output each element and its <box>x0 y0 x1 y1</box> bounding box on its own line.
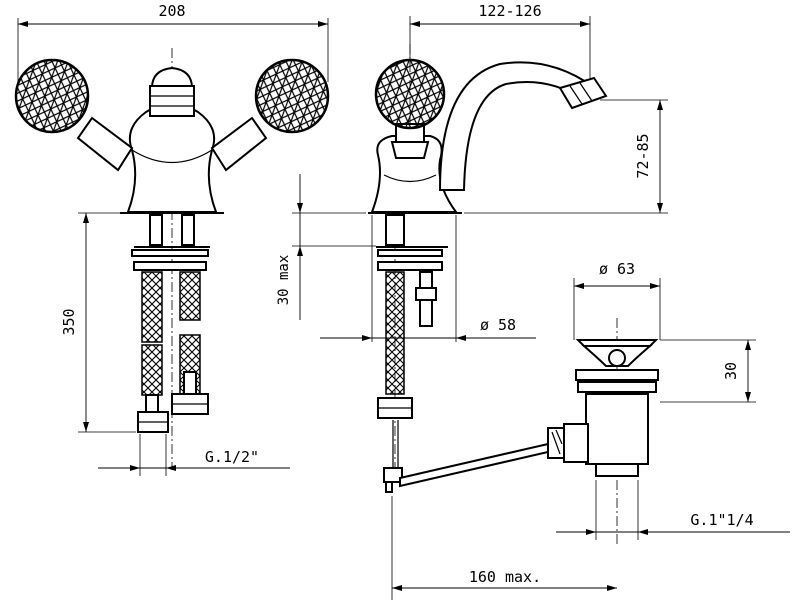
waste-diameter-label: ø 63 <box>599 260 635 278</box>
popup-knob <box>149 66 195 117</box>
deck-thickness-label: 30 max <box>276 255 292 306</box>
side-view: 122-126 72-85 <box>276 2 668 493</box>
deck-thickness-dimension: 30 max <box>276 174 376 320</box>
side-fixings <box>376 214 448 493</box>
overall-width-label: 208 <box>158 2 185 20</box>
overall-width-dimension: 208 <box>17 2 329 82</box>
hose-length-label: 350 <box>60 308 78 335</box>
waste-thread-dimension: G.1"1/4 <box>556 480 790 540</box>
right-handle <box>210 58 330 172</box>
hose-thread-dimension: G.1/2" <box>98 434 290 476</box>
front-fixings <box>131 214 210 433</box>
hose-thread-label: G.1/2" <box>205 448 259 466</box>
hose-length-dimension: 350 <box>60 212 136 433</box>
spout-nozzle <box>558 76 608 110</box>
rod-length-dimension: 160 max. <box>391 496 617 600</box>
spout-reach-label: 122-126 <box>478 2 541 20</box>
spout-reach-dimension: 122-126 <box>409 2 591 78</box>
spout-height-label: 72-85 <box>634 133 652 178</box>
pop-up-waste: ø 63 30 <box>391 260 790 600</box>
hole-diameter-label: ø 58 <box>480 316 516 334</box>
hole-diameter-dimension: ø 58 <box>320 215 536 342</box>
waste-diameter-dimension: ø 63 <box>573 260 661 340</box>
rod-length-label: 160 max. <box>469 568 541 586</box>
spout-height-dimension: 72-85 <box>464 99 668 214</box>
mixer-body <box>126 103 218 213</box>
waste-height-label: 30 <box>722 362 740 380</box>
waste-thread-label: G.1"1/4 <box>690 511 753 529</box>
spout <box>438 61 594 191</box>
left-handle <box>14 58 134 172</box>
front-view: 208 <box>14 2 330 476</box>
side-handle <box>374 58 446 159</box>
waste-height-dimension: 30 <box>660 339 756 403</box>
